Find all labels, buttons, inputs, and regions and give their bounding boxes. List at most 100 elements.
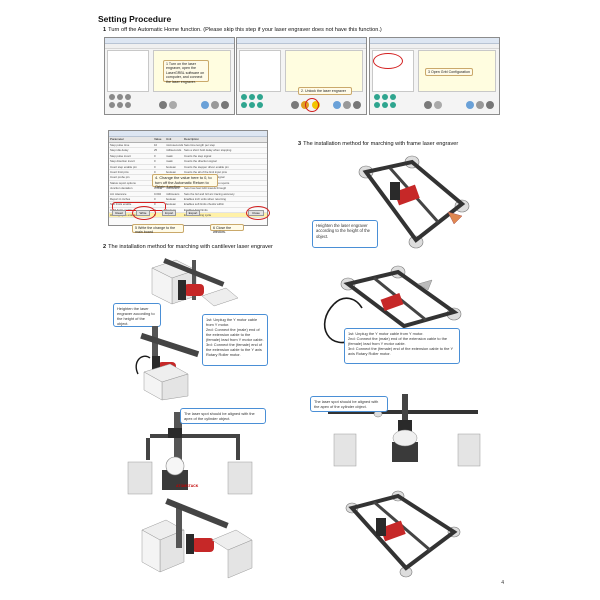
write-highlight bbox=[132, 206, 156, 220]
table-cell: Enables soft limits checks within bbox=[184, 202, 224, 207]
export-button[interactable]: Export bbox=[186, 210, 200, 216]
cantilever-align-callout: The laser spot should be aligned with th… bbox=[180, 408, 266, 424]
step-2-text: The installation method for marching wit… bbox=[108, 244, 273, 250]
toolbar-icons bbox=[424, 101, 494, 109]
table-row[interactable]: Soft limits enable 0 boolean Enables soft l… bbox=[109, 202, 267, 208]
table-cell: Inverts the stepper driver enable pin bbox=[184, 164, 229, 169]
table-cell: milliseconds bbox=[166, 148, 182, 153]
table-row[interactable]: Step pulse invert 0 mask Inverts the step s… bbox=[109, 153, 267, 160]
table-cell: millimeters bbox=[166, 191, 180, 196]
table-cell: 25 bbox=[154, 148, 158, 153]
table-cell: Enables hard limits bbox=[184, 207, 208, 212]
table-cell: Invert step enable pin bbox=[110, 164, 137, 169]
table-cell: Invert probe pin bbox=[110, 175, 130, 180]
table-cell: Inverts the direction signal bbox=[184, 159, 217, 164]
step-2-number: 2 bbox=[103, 244, 107, 250]
lasergrbl-window-2 bbox=[236, 37, 367, 115]
table-cell: boolean bbox=[166, 169, 176, 174]
toolbar-icons bbox=[159, 101, 229, 109]
table-cell: 0 bbox=[154, 159, 156, 164]
table-cell: Status report options bbox=[110, 180, 136, 185]
note-unlock: 2. Unlock the laser engraver bbox=[298, 87, 352, 95]
note-grbl-config: 3 Open Grbl Configuration bbox=[425, 68, 473, 76]
note-write: 5 Write the change to the main board bbox=[132, 224, 184, 234]
cantilever-wiring-illustration bbox=[135, 326, 200, 401]
table-row[interactable]: Invert step enable pin 0 boolean Inverts th… bbox=[109, 165, 267, 170]
table-cell: Step idle delay bbox=[110, 148, 129, 153]
table-cell: Sets the G2 and G3 arc tracing accuracy bbox=[184, 191, 235, 196]
unlock-highlight bbox=[305, 98, 319, 112]
table-cell: mask bbox=[166, 159, 173, 164]
lasergrbl-window-1 bbox=[104, 37, 235, 115]
cantilever-rotary-illustration bbox=[127, 412, 253, 495]
frame-heighten-callout: Heighten the laser engraver according to… bbox=[312, 220, 378, 248]
read-button[interactable]: Read bbox=[112, 210, 126, 216]
table-cell: Junction deviation bbox=[110, 186, 133, 191]
step-3-text: The installation method for marching wit… bbox=[303, 141, 459, 147]
table-cell: Report in inches bbox=[110, 196, 131, 201]
cantilever-engraver-illustration bbox=[151, 258, 239, 307]
table-cell: boolean bbox=[166, 164, 176, 169]
table-cell: Sets how fast Grbl travels through bbox=[184, 186, 227, 191]
note-close: 6 Close the window. bbox=[210, 224, 244, 234]
step-3-number: 3 bbox=[298, 141, 302, 147]
table-cell: Inverts the step signal bbox=[184, 153, 212, 158]
toolbar-icons bbox=[291, 101, 361, 109]
table-cell: 0 bbox=[154, 153, 156, 158]
table-cell: Soft limits enable bbox=[110, 202, 132, 207]
table-row[interactable]: Step direction invert 0 mask Inverts the di… bbox=[109, 159, 267, 165]
note-change-value: 4. Change the value here to 0, to turn o… bbox=[152, 174, 218, 189]
table-cell: Sets time length per step bbox=[184, 143, 215, 147]
table-cell: Inverts the all of the limit input pins bbox=[184, 169, 227, 174]
menu-highlight bbox=[373, 53, 403, 69]
table-cell: boolean bbox=[166, 202, 176, 207]
note-connect: 1 Turn on the laser engraver, open the L… bbox=[163, 60, 209, 84]
table-cell: millimeters bbox=[165, 186, 183, 190]
cantilever-wiring-callout: 1st: Unplug the Y motor cable from Y mot… bbox=[202, 314, 268, 366]
table-cell: Hard limits enable bbox=[110, 207, 133, 212]
table-cell: 0.010 bbox=[153, 186, 165, 190]
table-cell: Arc tolerance bbox=[110, 191, 127, 196]
table-cell: boolean bbox=[165, 208, 183, 212]
step-1-number: 1 bbox=[103, 27, 107, 33]
table-cell: 0 bbox=[154, 164, 156, 169]
table-cell: Invert limit pins bbox=[110, 169, 129, 174]
brand-logo: ATOMSTACK bbox=[176, 484, 199, 488]
table-cell: 10 bbox=[154, 143, 158, 147]
step-1-text: Turn off the Automatic Home function. (P… bbox=[108, 27, 382, 33]
table-row[interactable]: Junction deviation 0.010millimetersSets h… bbox=[109, 186, 267, 192]
import-button[interactable]: Import bbox=[162, 210, 176, 216]
table-cell: boolean bbox=[166, 196, 176, 201]
frame-engraver-illustration bbox=[358, 155, 470, 249]
table-cell: Step direction invert bbox=[110, 159, 135, 164]
jog-controls bbox=[109, 94, 145, 111]
table-row[interactable]: Arc tolerance 0.002 millimeters Sets the G2… bbox=[109, 192, 267, 197]
page-number: 4 bbox=[501, 580, 504, 586]
table-cell: Enables inch units when returning bbox=[184, 196, 226, 201]
frame-align-callout: The laser spot should be aligned with th… bbox=[310, 396, 388, 412]
jog-controls bbox=[241, 94, 277, 111]
table-cell: mask bbox=[166, 153, 173, 158]
table-cell: Step pulse time bbox=[110, 143, 130, 147]
cantilever-final-illustration bbox=[141, 498, 253, 579]
table-cell: 0 bbox=[154, 202, 156, 207]
frame-rotary-illustration bbox=[328, 394, 481, 467]
frame-rotary-final-illustration bbox=[345, 490, 461, 578]
page-title: Setting Procedure bbox=[98, 14, 172, 24]
table-cell: 0.002 bbox=[154, 191, 161, 196]
table-cell: Sets a short hold delay when stopping bbox=[184, 148, 232, 153]
table-cell: 0 bbox=[154, 169, 156, 174]
table-cell: Step pulse invert bbox=[110, 153, 131, 158]
frame-wiring-callout: 1st: Unplug the Y motor cable from Y mot… bbox=[344, 328, 460, 364]
close-highlight bbox=[246, 206, 270, 220]
table-cell: microseconds bbox=[166, 143, 183, 147]
lasergrbl-window-3 bbox=[369, 37, 500, 115]
jog-controls bbox=[374, 94, 410, 111]
